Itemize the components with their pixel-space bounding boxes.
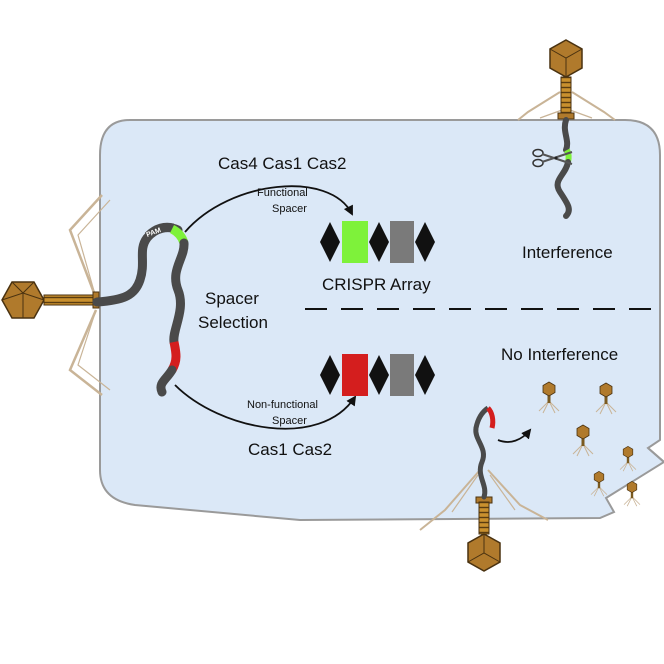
phage-icon	[419, 469, 549, 572]
phage-dna	[92, 222, 189, 397]
crispr-array-label: CRISPR Array	[322, 275, 431, 294]
existing-spacer-block	[390, 221, 414, 263]
cleaved-dna	[554, 117, 572, 219]
no-interference-label: No Interference	[501, 345, 618, 364]
repeat-diamond	[369, 222, 389, 262]
spacer-selection-line2: Selection	[198, 313, 268, 332]
injected-dna	[473, 405, 496, 500]
phage-icon	[623, 481, 641, 507]
crispr-array-nonfunctional	[320, 354, 435, 396]
cas-bottom-label: Cas1 Cas2	[248, 440, 332, 459]
repeat-diamond	[415, 222, 435, 262]
bacterial-cell	[99, 119, 664, 522]
replication-arrow	[497, 428, 532, 443]
progeny-phages	[538, 381, 641, 507]
repeat-diamond	[415, 355, 435, 395]
phage-icon	[517, 39, 616, 121]
phage-icon	[1, 194, 111, 396]
nonfunctional-label-line1: Non-functional	[247, 399, 318, 411]
functional-label-line1: Functional	[257, 187, 308, 199]
scissors-icon	[532, 148, 573, 168]
interference-label: Interference	[522, 243, 613, 262]
phage-icon	[619, 446, 637, 472]
phage-icon	[595, 382, 617, 415]
bottom-arrow	[174, 384, 357, 430]
spacer-selection-line1: Spacer	[205, 289, 259, 308]
repeat-diamond	[320, 222, 340, 262]
cas-top-label: Cas4 Cas1 Cas2	[218, 154, 347, 173]
pam-label: PAM	[146, 227, 163, 239]
crispr-array-functional	[320, 221, 435, 263]
functional-spacer-block	[342, 221, 368, 263]
phage-icon	[590, 471, 608, 497]
top-arrow	[184, 185, 353, 233]
cell-rupture	[647, 447, 664, 463]
phage-icon	[538, 381, 560, 414]
nonfunctional-spacer-block	[342, 354, 368, 396]
nonfunctional-label-line2: Spacer	[272, 415, 307, 427]
existing-spacer-block	[390, 354, 414, 396]
functional-label-line2: Spacer	[272, 203, 307, 215]
phage-icon	[572, 424, 594, 457]
repeat-diamond	[369, 355, 389, 395]
repeat-diamond	[320, 355, 340, 395]
